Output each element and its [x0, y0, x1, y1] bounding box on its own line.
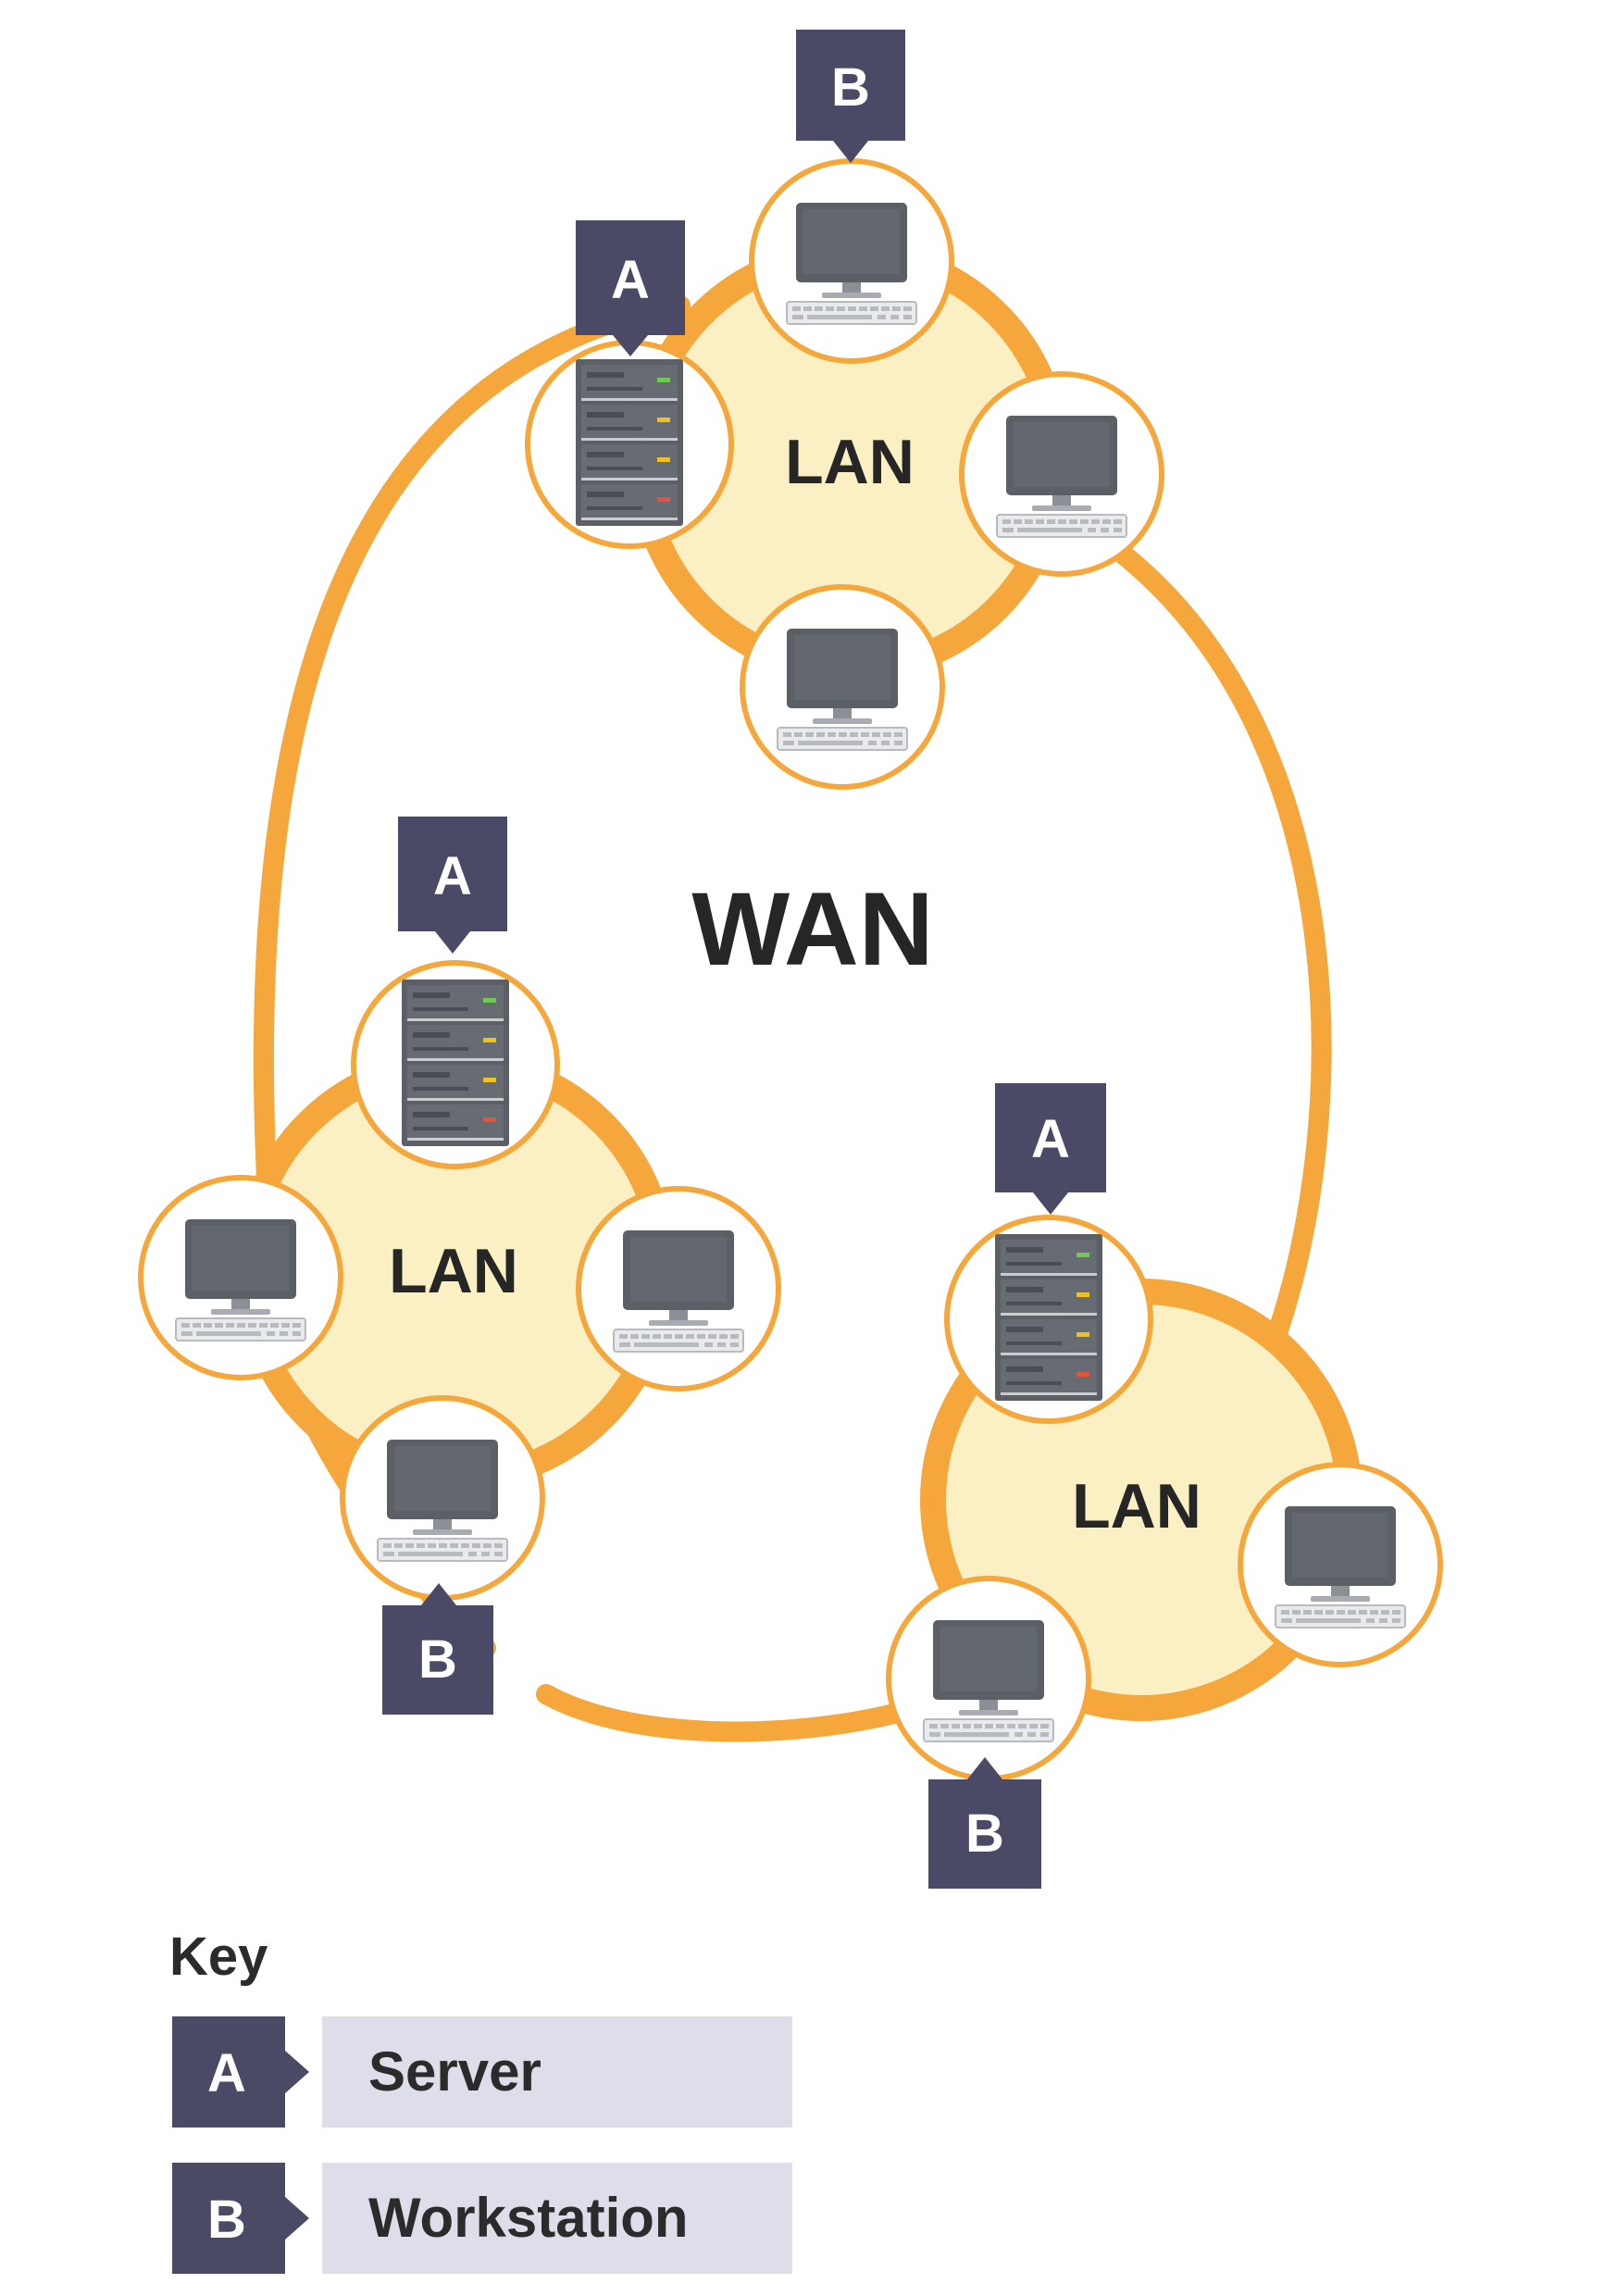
workstation-icon — [175, 1218, 306, 1341]
workstation-icon — [613, 1229, 744, 1353]
lan-top: LAN A B — [525, 30, 1164, 790]
key-tag: B — [207, 2190, 246, 2250]
server-icon — [995, 1234, 1102, 1401]
workstation-tag: B — [796, 30, 905, 163]
svg-text:A: A — [433, 846, 472, 906]
wan-label: WAN — [691, 871, 933, 987]
key-label-bar — [322, 2163, 792, 2274]
lan-label: LAN — [389, 1236, 518, 1306]
node-server — [525, 340, 734, 549]
server-tag: A — [398, 817, 507, 954]
svg-text:A: A — [1031, 1109, 1070, 1169]
workstation-icon — [996, 415, 1127, 538]
svg-text:B: B — [831, 57, 870, 118]
lan-label: LAN — [1072, 1471, 1201, 1541]
key: Key A Server B Workstation — [169, 1927, 792, 2274]
key-label-bar — [322, 2016, 792, 2128]
node-server — [944, 1215, 1153, 1424]
workstation-icon — [786, 202, 917, 325]
lan-right: LAN A B — [886, 1083, 1443, 1889]
server-tag: A — [995, 1083, 1106, 1215]
workstation-tag: B — [382, 1583, 493, 1715]
key-item-workstation: B Workstation — [172, 2163, 792, 2274]
key-label: Workstation — [368, 2187, 689, 2249]
workstation-icon — [377, 1439, 508, 1562]
node-workstation — [959, 371, 1164, 577]
workstation-icon — [1275, 1505, 1406, 1628]
server-icon — [576, 359, 683, 526]
svg-text:B: B — [418, 1629, 457, 1690]
workstation-icon — [923, 1619, 1054, 1742]
workstation-icon — [777, 628, 908, 751]
server-icon — [402, 980, 509, 1146]
wan-link — [253, 295, 1332, 1742]
workstation-tag: B — [928, 1757, 1041, 1889]
node-workstation — [138, 1175, 343, 1380]
node-workstation — [749, 158, 954, 364]
lan-left: LAN A B — [138, 817, 781, 1715]
svg-text:B: B — [965, 1803, 1004, 1864]
node-workstation — [1238, 1462, 1443, 1667]
node-workstation — [576, 1186, 781, 1391]
key-tag: A — [207, 2043, 246, 2103]
key-label: Server — [368, 2040, 541, 2103]
svg-text:A: A — [611, 250, 650, 310]
node-workstation — [740, 584, 945, 790]
node-workstation — [886, 1576, 1091, 1781]
node-workstation — [340, 1395, 545, 1601]
lan-label: LAN — [785, 427, 915, 497]
server-tag: A — [576, 220, 685, 356]
key-title: Key — [169, 1927, 268, 1987]
key-item-server: A Server — [172, 2016, 792, 2128]
node-server — [351, 960, 560, 1169]
